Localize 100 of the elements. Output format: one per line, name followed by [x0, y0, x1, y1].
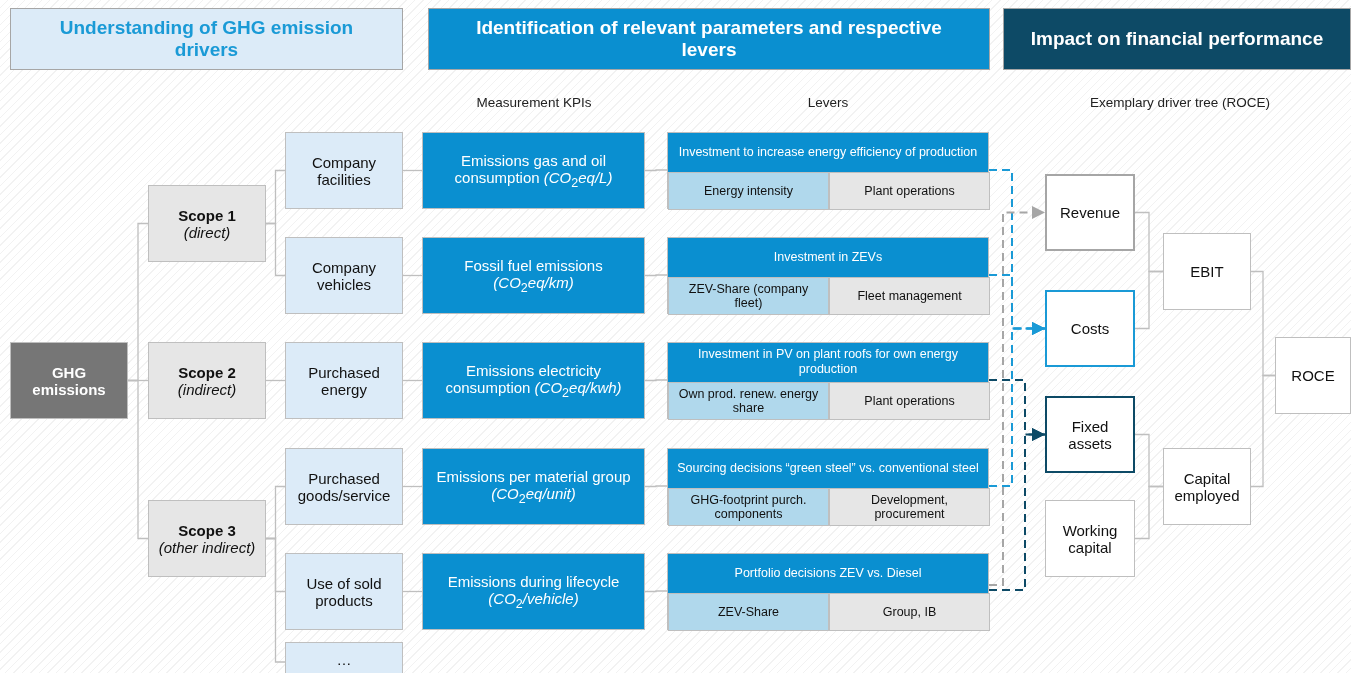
box-label: Costs [1070, 320, 1110, 337]
box-label: Fixed assets [1067, 417, 1113, 452]
box-label: Scope 1 [178, 206, 236, 224]
header-band [1003, 8, 1351, 70]
connector-line [644, 169, 668, 172]
box-label: Development, procurement [869, 493, 950, 521]
box-label: Investment in PV on plant roofs for own energy production [697, 346, 959, 378]
scope-box [148, 342, 266, 419]
box-label: … [336, 651, 352, 668]
box-label: Group, IB [882, 605, 937, 619]
metric-box [1163, 233, 1251, 310]
lever-cell [829, 172, 990, 210]
box-label: Energy intensity [704, 184, 793, 198]
box-label: EBIT [1190, 263, 1224, 280]
kpi-box [422, 342, 645, 419]
box-label: Fossil fuel emissions (CO$_{2}$eq/km) [463, 256, 604, 295]
lever-cell [829, 382, 990, 420]
lever-card [667, 553, 989, 630]
driver-box [285, 553, 403, 630]
box-label: Understanding of GHG emission drivers [58, 17, 355, 61]
box-label: Emissions electricity consumption (CO$_{2}$eq/kwh) [444, 361, 623, 400]
driver-box [285, 132, 403, 209]
lever-cell [829, 277, 990, 315]
metric-box [1045, 174, 1135, 251]
column-label: Measurement KPIs [476, 95, 592, 110]
lever-card [667, 237, 989, 314]
box-label: Capital employed [1173, 469, 1241, 504]
box-label: Purchased energy [307, 363, 381, 398]
box-label: Identification of relevant parameters and respective levers [475, 17, 943, 61]
kpi-box [422, 237, 645, 314]
box-label: Company vehicles [310, 258, 378, 293]
connector-line [644, 379, 668, 382]
box-label: (direct) [183, 223, 231, 241]
lever-cell [668, 488, 829, 526]
box-label: Working capital [1061, 521, 1119, 556]
box-label: Emissions per material group (CO$_{2}$eq/unit) [435, 467, 632, 506]
header-band [10, 8, 403, 70]
connector-line [644, 485, 668, 488]
connector-line [127, 379, 149, 540]
lever-card [667, 448, 989, 525]
lever-card [667, 132, 989, 209]
connector-line [644, 590, 668, 593]
box-label: ZEV-Share (company fleet) [687, 282, 810, 310]
connector-line [265, 222, 286, 277]
connector-line [644, 274, 668, 277]
box-label: Company facilities [310, 153, 378, 188]
box-label: Plant operations [864, 394, 955, 408]
connector-line [265, 379, 286, 382]
box-label: Investment to increase energy efficiency of production [678, 143, 978, 161]
box-label: Purchased goods/service [296, 469, 392, 504]
box-label: Use of sold products [305, 574, 383, 609]
kpi-box [422, 553, 645, 630]
connector-line [402, 274, 423, 277]
box-label: Emissions gas and oil consumption (CO$_{2}$eq/L) [453, 151, 614, 190]
box-label: GHG emissions [31, 363, 107, 398]
lever-cell [668, 593, 829, 631]
driver-box [285, 237, 403, 314]
lever-cell [668, 382, 829, 420]
box-label: Portfolio decisions ZEV vs. Diesel [734, 564, 922, 582]
connector-line [402, 379, 423, 382]
lever-cell [668, 277, 829, 315]
driver-box [285, 642, 403, 673]
metric-box [1045, 290, 1135, 367]
column-label: Levers [807, 95, 849, 110]
dashed-arrow [988, 206, 1046, 586]
lever-cell [829, 488, 990, 526]
scope-box [148, 185, 266, 262]
connector-line [1134, 270, 1164, 330]
scope-box [148, 500, 266, 577]
connector-line [402, 485, 423, 488]
box-label: Own prod. renew. energy share [677, 387, 820, 415]
metric-box [1163, 448, 1251, 525]
box-label: ZEV-Share [717, 605, 780, 619]
dashed-arrow [988, 322, 1046, 487]
driver-box [285, 448, 403, 525]
driver-box [285, 342, 403, 419]
box-label: Plant operations [864, 184, 955, 198]
kpi-box [422, 132, 645, 209]
box-label: ROCE [1291, 367, 1335, 384]
connector-line [265, 537, 286, 663]
connector-line [402, 169, 423, 172]
connector-line [402, 590, 423, 593]
kpi-box [422, 448, 645, 525]
connector-line [1250, 374, 1276, 488]
header-band [428, 8, 990, 70]
root-box [10, 342, 128, 419]
box-label: Revenue [1059, 204, 1120, 221]
box-label: Fleet management [857, 289, 962, 303]
box-label: Emissions during lifecycle (CO$_{2}$/vehicle) [446, 572, 621, 611]
dashed-arrow [988, 428, 1046, 591]
box-label: Impact on financial performance [1030, 28, 1324, 50]
metric-box [1275, 337, 1351, 414]
lever-cell [668, 172, 829, 210]
box-label: GHG-footprint purch. components [689, 493, 808, 521]
box-label: Scope 3 [178, 521, 236, 539]
connector-line [1134, 485, 1164, 540]
box-label: (other indirect) [158, 538, 256, 556]
box-label: Sourcing decisions “green steel” vs. conventional steel [677, 459, 979, 477]
box-label: (indirect) [177, 380, 237, 398]
column-label: Exemplary driver tree (ROCE) [1090, 95, 1270, 110]
